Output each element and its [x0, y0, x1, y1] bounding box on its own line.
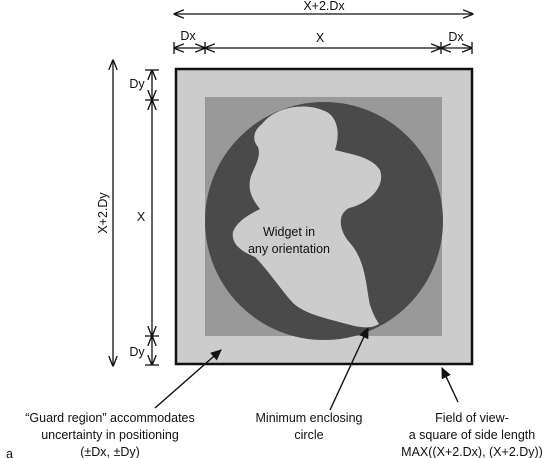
dx-right-label: Dx	[448, 30, 464, 44]
dy-bottom-label: Dy	[129, 345, 145, 359]
field-of-view-caption-line-2: a square of side length	[409, 428, 536, 442]
widget-shape	[232, 106, 382, 328]
dy-top-label: Dy	[129, 77, 145, 91]
widget-label-line-1: Widget in	[263, 225, 315, 239]
guard-region-caption-line-2: uncertainty in positioning	[41, 428, 179, 442]
dx-left-label: Dx	[180, 29, 196, 43]
x-width-label: X	[316, 31, 325, 45]
x-height-label: X	[137, 210, 146, 224]
guard-region-leader-arrow	[154, 349, 222, 409]
guard-region-caption-line-1: “Guard region” accommodates	[25, 411, 195, 425]
field-of-view-caption-line-3: MAX((X+2.Dx), (X+2.Dy))	[401, 445, 543, 458]
min-circle-caption-line-1: Minimum enclosing	[256, 411, 363, 425]
field-of-view-caption-line-1: Field of view-	[435, 411, 509, 425]
widget-label-line-2: any orientation	[248, 242, 330, 256]
field-of-view-leader-arrow	[441, 366, 459, 403]
min-circle-leader-arrow	[329, 326, 369, 411]
top-total-width-label: X+2.Dx	[303, 0, 345, 13]
panel-letter: a	[6, 447, 13, 458]
guard-region-caption-line-3: (±Dx, ±Dy)	[80, 445, 140, 458]
min-circle-caption-line-2: circle	[294, 428, 323, 442]
side-total-height-label: X+2.Dy	[96, 192, 110, 234]
